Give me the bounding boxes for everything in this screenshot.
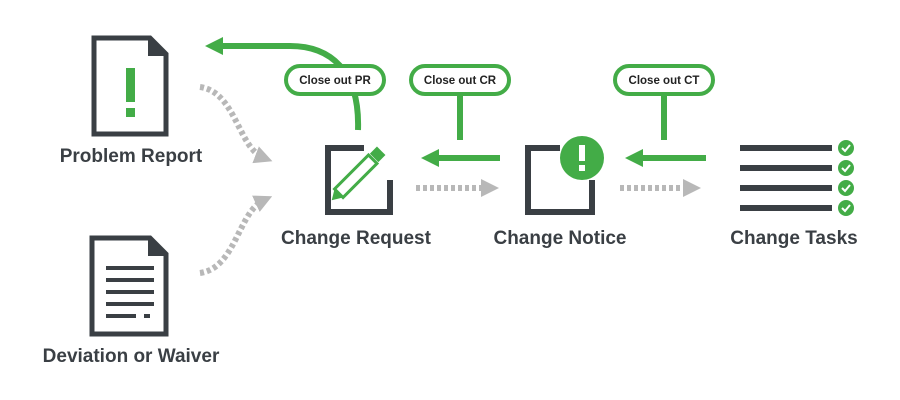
document-exclamation-icon [91, 35, 169, 137]
check-badge-icon [838, 200, 854, 216]
closeout-ct-badge: Close out CT [613, 64, 715, 96]
green-arrow-request-to-problem [205, 37, 362, 131]
check-badge-icon [838, 160, 854, 176]
closeout-cr-stem [457, 92, 463, 140]
closeout-pr-label: Close out PR [299, 75, 371, 87]
change-request-label: Change Request [281, 228, 432, 249]
closeout-ct-label: Close out CT [629, 75, 700, 87]
task-list-checks-icon [740, 140, 854, 216]
dashed-arrow-deviation-to-request [199, 195, 273, 276]
text-document-icon [89, 235, 169, 337]
notice-alert-icon [525, 136, 604, 215]
problem-report-label: Problem Report [60, 146, 203, 167]
deviation-waiver-label: Deviation or Waiver [43, 346, 220, 367]
closeout-pr-badge: Close out PR [284, 64, 386, 96]
closeout-cr-badge: Close out CR [409, 64, 511, 96]
change-tasks-label: Change Tasks [730, 228, 857, 249]
closeout-ct-stem [661, 92, 667, 140]
closeout-cr-label: Close out CR [424, 75, 497, 87]
check-badge-icon [838, 140, 854, 156]
change-notice-label: Change Notice [493, 228, 626, 249]
edit-pencil-icon [325, 145, 393, 215]
dashed-arrow-problem-to-request [199, 84, 273, 164]
check-badge-icon [838, 180, 854, 196]
